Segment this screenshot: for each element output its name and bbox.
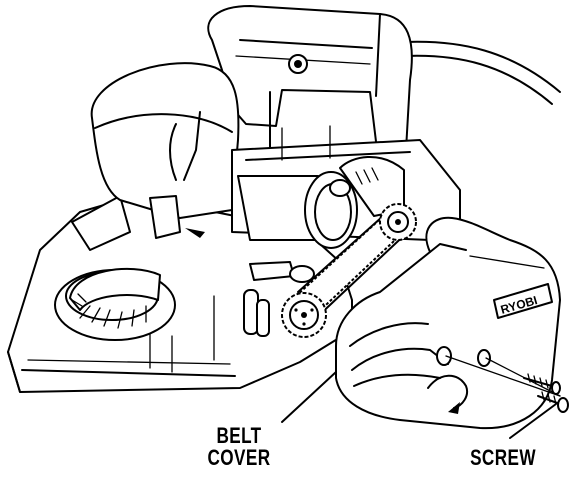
- drive-belt: [281, 203, 417, 338]
- chassis: [231, 125, 461, 249]
- front-handle: [90, 62, 240, 239]
- belt-cover: [335, 216, 561, 430]
- screw-upper: [523, 373, 561, 395]
- screw-leader: [509, 403, 557, 439]
- belt-cover-label-line1: BELT: [216, 423, 262, 448]
- screws: [445, 355, 569, 413]
- screw-label: SCREW: [470, 445, 536, 470]
- belt-cover-label-line2: COVER: [207, 445, 271, 470]
- belt-cover-leader: [281, 371, 337, 423]
- planer-body: [7, 195, 353, 393]
- power-cord: [404, 40, 561, 105]
- belt-cover-label: BELT COVER: [196, 425, 282, 469]
- screw-hole: [436, 346, 452, 366]
- handle: [207, 5, 413, 159]
- screw-hole: [477, 349, 491, 367]
- ryobi-badge: [493, 283, 553, 319]
- screw-lower: [537, 391, 569, 413]
